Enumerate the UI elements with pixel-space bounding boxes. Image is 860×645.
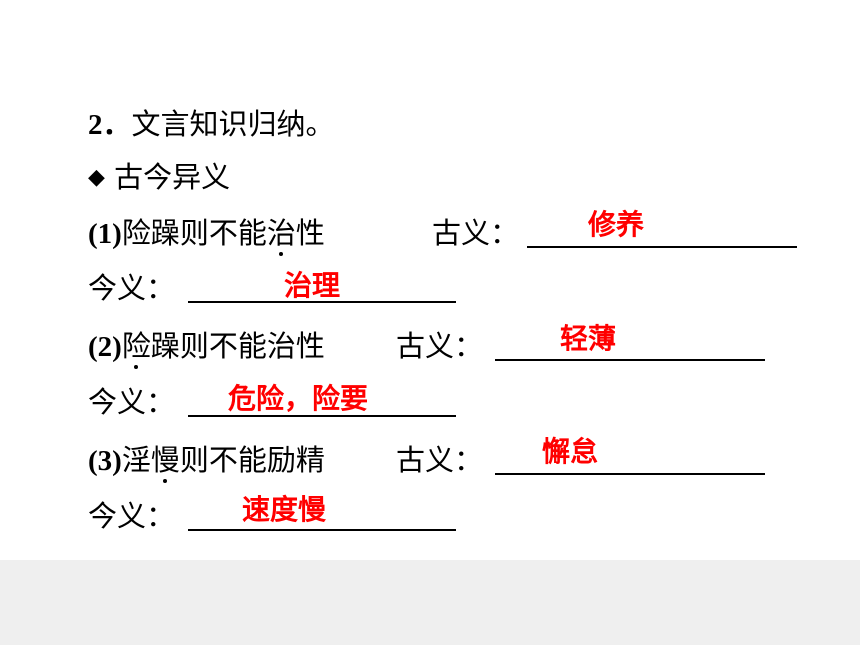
item-3-emphasized-char: 慢 <box>151 440 180 483</box>
item-2-text-post: 躁则不能治性 <box>150 329 325 363</box>
item-2-gu-blank <box>495 358 765 361</box>
item-1-index: (1) <box>88 218 122 250</box>
heading-text: 文言知识归纳。 <box>131 107 335 141</box>
item-3-jin-blank <box>188 528 456 531</box>
item-2-gu-label: 古义： <box>396 329 484 363</box>
slide-content: 2．文言知识归纳。 ◆ 古今异义 (1)险躁则不能治性 古义： 修养 今义： 治… <box>88 104 797 533</box>
subsection-title-text: 古今异义 <box>114 160 231 194</box>
item-3-gu-label: 古义： <box>396 443 484 477</box>
item-2-jin-blank <box>188 414 456 417</box>
footer-band <box>0 560 860 645</box>
item-3-gu-answer: 懈怠 <box>542 435 599 468</box>
item-1-text-pre: 险躁则不能 <box>121 216 267 250</box>
item-1-jin-label: 今义： <box>88 271 176 305</box>
item-1-jin-answer: 治理 <box>284 269 341 302</box>
subsection-title: ◆ 古今异义 <box>88 157 230 197</box>
item-3-text-post: 则不能励精 <box>179 443 325 477</box>
item-1-gu-answer: 修养 <box>588 208 645 241</box>
item-3-index: (3) <box>88 445 122 477</box>
item-2-jin-answer: 危险，险要 <box>228 382 369 415</box>
item-3-text-pre: 淫 <box>121 443 151 477</box>
item-3-gu-blank <box>495 472 765 475</box>
item-2-gu-answer: 轻薄 <box>560 322 617 355</box>
item-2-sentence: (2)险躁则不能治性 <box>88 326 325 369</box>
item-1-emphasized-char: 治 <box>267 213 296 256</box>
item-3-sentence: (3)淫慢则不能励精 <box>88 440 325 483</box>
item-1-sentence: (1)险躁则不能治性 <box>88 213 325 256</box>
item-3-jin-label: 今义： <box>88 499 176 533</box>
item-2-jin-label: 今义： <box>88 385 176 419</box>
diamond-bullet-icon: ◆ <box>88 165 105 190</box>
item-1-jin-blank <box>188 300 456 303</box>
item-1-text-post: 性 <box>295 216 325 250</box>
item-2-emphasized-char: 险 <box>122 326 151 369</box>
heading-number: 2． <box>88 109 132 141</box>
item-1-gu-label: 古义： <box>432 216 520 250</box>
section-heading: 2．文言知识归纳。 <box>88 104 335 144</box>
item-1-gu-blank <box>527 245 797 248</box>
item-2-index: (2) <box>88 331 122 363</box>
item-3-jin-answer: 速度慢 <box>242 493 327 526</box>
